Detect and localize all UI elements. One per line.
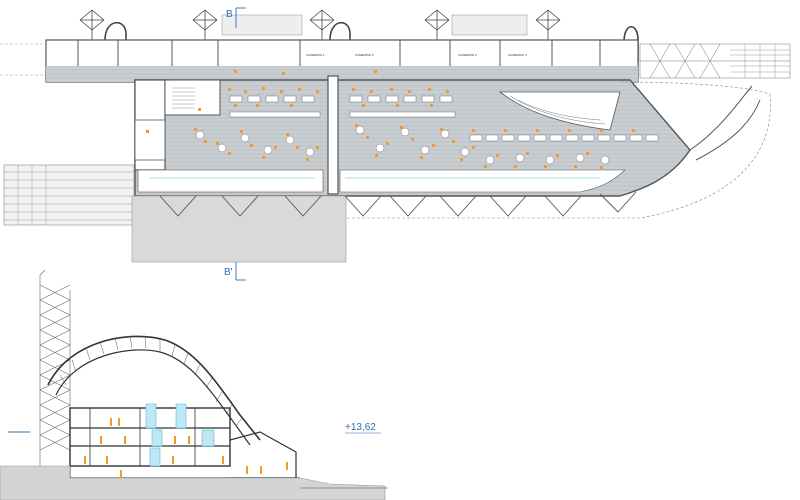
building-section: +13,62 bbox=[0, 269, 388, 500]
section-figures bbox=[84, 418, 288, 478]
roof-masts bbox=[79, 9, 561, 42]
tables bbox=[229, 95, 659, 142]
exterior-stairs bbox=[3, 164, 135, 226]
section-label-b-prime: B' bbox=[224, 267, 233, 278]
terrace bbox=[131, 195, 347, 263]
round-tables bbox=[195, 125, 610, 165]
upper-stairs bbox=[221, 14, 528, 36]
terrain bbox=[0, 465, 386, 500]
section-label-b: B bbox=[226, 9, 233, 20]
roof-arch bbox=[47, 335, 261, 446]
mast bbox=[309, 9, 335, 42]
mast bbox=[535, 9, 561, 42]
room-label: CAMERINO 3 bbox=[458, 53, 477, 57]
section-marker-top: B bbox=[226, 7, 246, 28]
canopy-inner bbox=[689, 85, 761, 161]
room-label: CAMERINO 1 bbox=[306, 53, 325, 57]
chairs bbox=[146, 70, 635, 169]
section-marker-bottom: B' bbox=[224, 262, 246, 281]
v-supports bbox=[159, 191, 637, 217]
lattice-tower bbox=[39, 269, 71, 470]
mast bbox=[79, 9, 105, 42]
right-promenade bbox=[639, 43, 791, 79]
mast bbox=[424, 9, 450, 42]
room-label: CAMERINO 4 bbox=[508, 53, 527, 57]
glazing-panels bbox=[145, 403, 215, 467]
main-hall bbox=[134, 75, 691, 197]
canopy-outline bbox=[140, 81, 771, 219]
mast bbox=[192, 9, 218, 42]
room-label: CAMERINO 2 bbox=[355, 53, 374, 57]
dressing-room-band bbox=[45, 39, 639, 83]
elevation-label: +13,62 bbox=[345, 422, 376, 433]
floor-plan: CAMERINO 1 CAMERINO 2 CAMERINO 3 CAMERIN… bbox=[0, 7, 791, 281]
